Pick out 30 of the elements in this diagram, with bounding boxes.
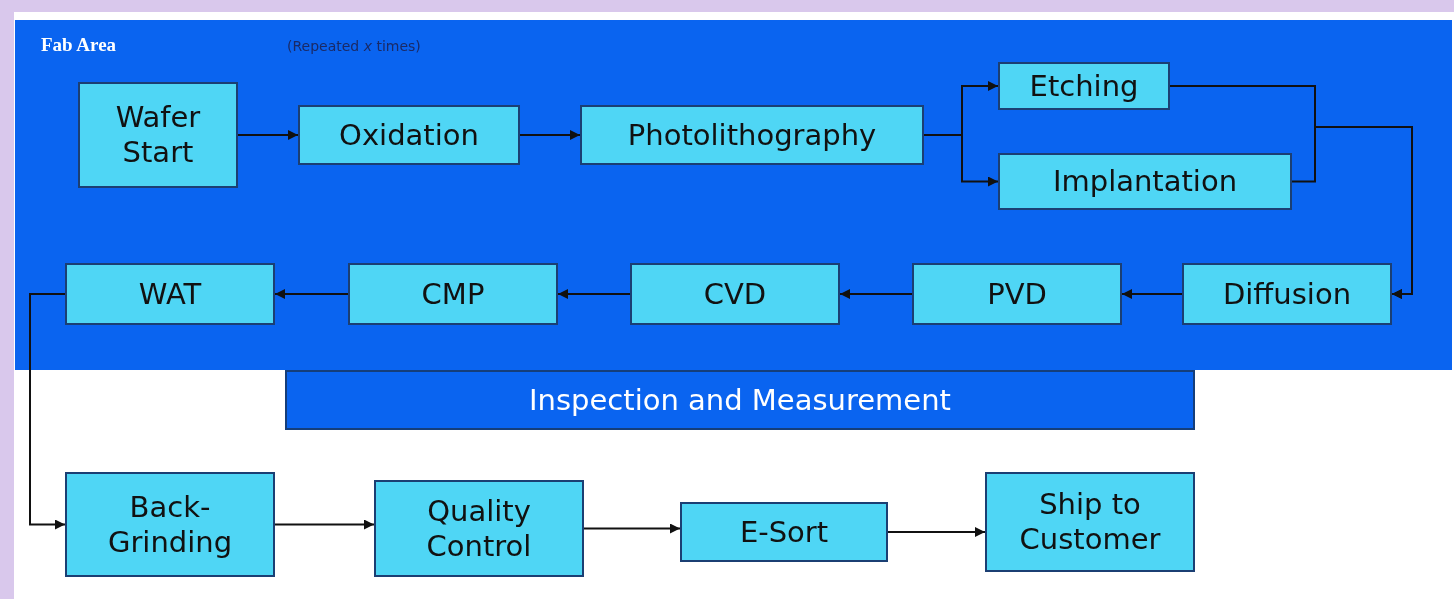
- connector-arrow: [887, 527, 986, 537]
- connector-arrow: [583, 523, 681, 534]
- process-box: Wafer Start: [78, 82, 238, 188]
- process-box: Quality Control: [374, 480, 584, 577]
- connector-arrow: [274, 289, 349, 299]
- connector-arrow: [237, 130, 299, 140]
- process-box: Diffusion: [1182, 263, 1392, 325]
- connector-arrow: [29, 293, 66, 530]
- inspection-band: Inspection and Measurement: [285, 370, 1195, 430]
- area-title: Fab Area: [41, 34, 117, 56]
- connector-arrow: [519, 130, 581, 140]
- fab-area-panel: [15, 20, 1452, 370]
- connector-arrow: [557, 289, 631, 299]
- connector-arrow: [923, 134, 999, 187]
- process-box: Oxidation: [298, 105, 520, 165]
- process-box: E-Sort: [680, 502, 888, 562]
- connector-arrow: [839, 289, 913, 299]
- process-box: Photolithography: [580, 105, 924, 165]
- connector-arrow: [274, 519, 375, 530]
- connector-arrow: [1291, 126, 1413, 299]
- process-box: PVD: [912, 263, 1122, 325]
- process-box: CMP: [348, 263, 558, 325]
- process-box: WAT: [65, 263, 275, 325]
- connector-arrow: [1121, 289, 1183, 299]
- process-box: Implantation: [998, 153, 1292, 210]
- process-box: CVD: [630, 263, 840, 325]
- process-box: Etching: [998, 62, 1170, 110]
- process-box: Back-Grinding: [65, 472, 275, 577]
- area-note: (Repeated x times): [287, 38, 421, 54]
- process-box: Ship to Customer: [985, 472, 1195, 572]
